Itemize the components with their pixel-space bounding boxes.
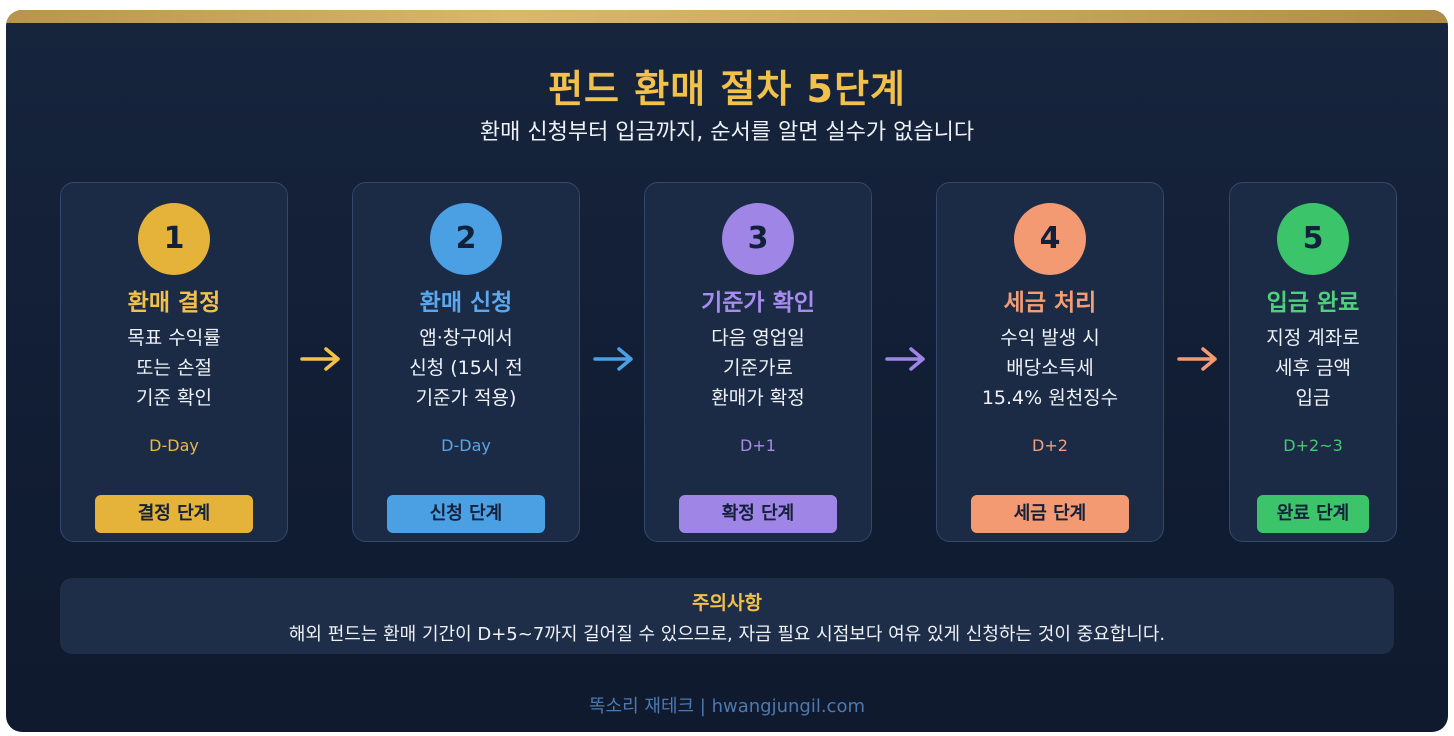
step-day-label: D+1 xyxy=(740,436,776,455)
footer-credit: 똑소리 재테크 | hwangjungil.com xyxy=(589,696,865,717)
gold-top-bar xyxy=(6,10,1448,23)
step-description-line: 기준가 적용) xyxy=(415,387,517,409)
step-title: 환매 결정 xyxy=(127,290,221,316)
step-description: 앱·창구에서 신청 (15시 전 기준가 적용) xyxy=(353,323,579,413)
step-description: 지정 계좌로 세후 금액 입금 xyxy=(1230,323,1396,413)
step-description-line: 기준 확인 xyxy=(136,387,212,409)
step-card-2: 2 환매 신청 앱·창구에서 신청 (15시 전 기준가 적용) D-Day 신… xyxy=(352,182,580,542)
notice-title: 주의사항 xyxy=(692,592,762,614)
step-description: 다음 영업일 기준가로 환매가 확정 xyxy=(645,323,871,413)
infographic-panel: 펀드 환매 절차 5단계 환매 신청부터 입금까지, 순서를 알면 실수가 없습… xyxy=(6,10,1448,732)
step-description: 목표 수익률 또는 손절 기준 확인 xyxy=(61,323,287,413)
step-description-line: 기준가로 xyxy=(723,357,793,379)
arrow-right-icon xyxy=(885,347,925,371)
step-card-1: 1 환매 결정 목표 수익률 또는 손절 기준 확인 D-Day 결정 단계 xyxy=(60,182,288,542)
step-description-line: 환매가 확정 xyxy=(711,387,805,409)
step-description-line: 세후 금액 xyxy=(1275,357,1351,379)
page-subtitle: 환매 신청부터 입금까지, 순서를 알면 실수가 없습니다 xyxy=(479,120,975,145)
step-day-label: D-Day xyxy=(149,436,199,455)
step-day-label: D+2 xyxy=(1032,436,1068,455)
notice-box: 주의사항 해외 펀드는 환매 기간이 D+5~7까지 길어질 수 있으므로, 자… xyxy=(60,578,1394,654)
step-number-circle: 1 xyxy=(138,203,210,275)
arrow-right-icon xyxy=(1177,347,1217,371)
step-card-3: 3 기준가 확인 다음 영업일 기준가로 환매가 확정 D+1 확정 단계 xyxy=(644,182,872,542)
step-description: 수익 발생 시 배당소득세 15.4% 원천징수 xyxy=(937,323,1163,413)
notice-text: 해외 펀드는 환매 기간이 D+5~7까지 길어질 수 있으므로, 자금 필요 … xyxy=(288,624,1166,645)
step-number-circle: 4 xyxy=(1014,203,1086,275)
step-day-label: D-Day xyxy=(441,436,491,455)
step-description-line: 또는 손절 xyxy=(136,357,212,379)
step-number-circle: 2 xyxy=(430,203,502,275)
step-description-line: 입금 xyxy=(1295,387,1331,409)
arrow-right-icon xyxy=(593,347,633,371)
page-title: 펀드 환매 절차 5단계 xyxy=(548,67,906,111)
step-card-5: 5 입금 완료 지정 계좌로 세후 금액 입금 D+2~3 완료 단계 xyxy=(1229,182,1397,542)
step-description-line: 다음 영업일 xyxy=(711,327,805,349)
step-day-label: D+2~3 xyxy=(1283,436,1343,455)
step-description-line: 신청 (15시 전 xyxy=(409,357,523,379)
step-number-circle: 3 xyxy=(722,203,794,275)
step-description-line: 지정 계좌로 xyxy=(1266,327,1360,349)
step-stage-badge: 확정 단계 xyxy=(679,495,837,533)
step-stage-badge: 세금 단계 xyxy=(971,495,1129,533)
step-title: 입금 완료 xyxy=(1266,290,1360,316)
step-title: 세금 처리 xyxy=(1003,290,1097,316)
step-stage-badge: 결정 단계 xyxy=(95,495,253,533)
step-stage-badge: 완료 단계 xyxy=(1257,495,1369,533)
step-number-circle: 5 xyxy=(1277,203,1349,275)
step-description-line: 목표 수익률 xyxy=(127,327,221,349)
arrow-right-icon xyxy=(300,347,340,371)
step-title: 기준가 확인 xyxy=(701,290,815,316)
step-title: 환매 신청 xyxy=(419,290,513,316)
step-description-line: 앱·창구에서 xyxy=(419,327,513,349)
step-card-4: 4 세금 처리 수익 발생 시 배당소득세 15.4% 원천징수 D+2 세금 … xyxy=(936,182,1164,542)
step-description-line: 배당소득세 xyxy=(1006,357,1094,379)
step-description-line: 수익 발생 시 xyxy=(1000,327,1100,349)
step-description-line: 15.4% 원천징수 xyxy=(981,387,1119,409)
step-stage-badge: 신청 단계 xyxy=(387,495,545,533)
